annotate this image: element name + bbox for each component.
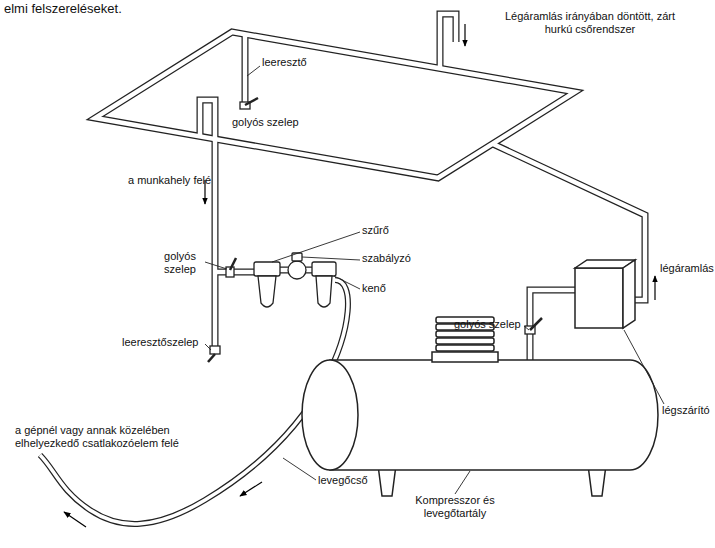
part-label: golyós szelep xyxy=(155,250,205,276)
flow-arrow xyxy=(464,24,465,46)
branch-pipe xyxy=(215,269,256,276)
ball-valves xyxy=(208,98,542,362)
leader-line xyxy=(524,326,529,330)
frl-unit xyxy=(254,253,336,307)
leader-line xyxy=(283,458,316,480)
flow-arrows xyxy=(64,24,655,527)
part-label: Légáramlás irányában döntött, zárt hurkú… xyxy=(505,10,675,36)
part-label: légáramlás xyxy=(660,262,714,275)
air-hose xyxy=(40,280,348,524)
leader-line xyxy=(334,276,360,289)
dryer-side xyxy=(623,260,635,328)
part-label: leeresztő xyxy=(262,56,307,69)
part-label: a gépnél vagy annak közelében elhelyezke… xyxy=(15,424,205,450)
dryer-front xyxy=(575,268,623,328)
cooling-fin xyxy=(436,331,494,337)
flow-arrow xyxy=(654,276,655,300)
leader-line xyxy=(205,344,211,350)
compressor-tank xyxy=(302,317,658,496)
valve-lever xyxy=(245,98,258,105)
part-label: levegőcső xyxy=(318,474,368,487)
part-label: szabályzó xyxy=(362,252,411,265)
valve-lever xyxy=(530,318,542,330)
drain-valve xyxy=(210,346,220,354)
tank-pipe-core xyxy=(530,290,575,362)
flow-arrow xyxy=(64,512,86,527)
tank-body xyxy=(330,360,658,470)
lubricator-bowl xyxy=(316,276,332,307)
valve-lever xyxy=(230,258,236,270)
pipe-gooseneck-core xyxy=(440,14,456,68)
leader-line xyxy=(247,66,260,76)
part-label: golyós szelep xyxy=(454,318,521,331)
compressor-base xyxy=(432,352,498,362)
pipe-loop-core xyxy=(95,32,575,178)
regulator-body xyxy=(288,261,306,279)
cooling-fin xyxy=(436,338,494,344)
drain-pipe-core xyxy=(243,34,248,104)
part-label: Kompresszor és levegőtartály xyxy=(395,494,515,520)
leader-line xyxy=(205,262,227,269)
filter-bowl xyxy=(258,276,276,307)
part-label: légszárító xyxy=(662,404,710,417)
lubricator-head xyxy=(312,262,336,276)
pipe-loop xyxy=(95,32,575,178)
tank-end xyxy=(302,360,358,470)
branch-pipe-core xyxy=(215,270,256,275)
air-hose-core xyxy=(40,280,348,524)
leader-lines xyxy=(205,66,664,494)
cooling-fin xyxy=(436,345,494,351)
part-label: golyós szelep xyxy=(232,116,299,129)
drain-pipe xyxy=(242,34,249,104)
leader-line xyxy=(302,257,360,260)
pipe-gooseneck xyxy=(440,14,456,68)
drop-pipe-core xyxy=(200,100,215,350)
flow-arrow xyxy=(240,482,262,496)
valve-lever xyxy=(208,354,215,362)
leader-line xyxy=(624,330,664,404)
leader-line xyxy=(455,471,470,494)
filter-head xyxy=(254,262,280,276)
leader-line xyxy=(272,232,360,262)
part-label: kenő xyxy=(362,282,386,295)
air-dryer xyxy=(575,260,635,328)
part-label: szűrő xyxy=(362,224,389,237)
part-label: leeresztőszelep xyxy=(122,336,198,349)
tank-pipe xyxy=(530,290,575,362)
part-label: elmi felszereléseket. xyxy=(4,2,122,15)
part-label: a munkahely felé xyxy=(128,174,211,187)
